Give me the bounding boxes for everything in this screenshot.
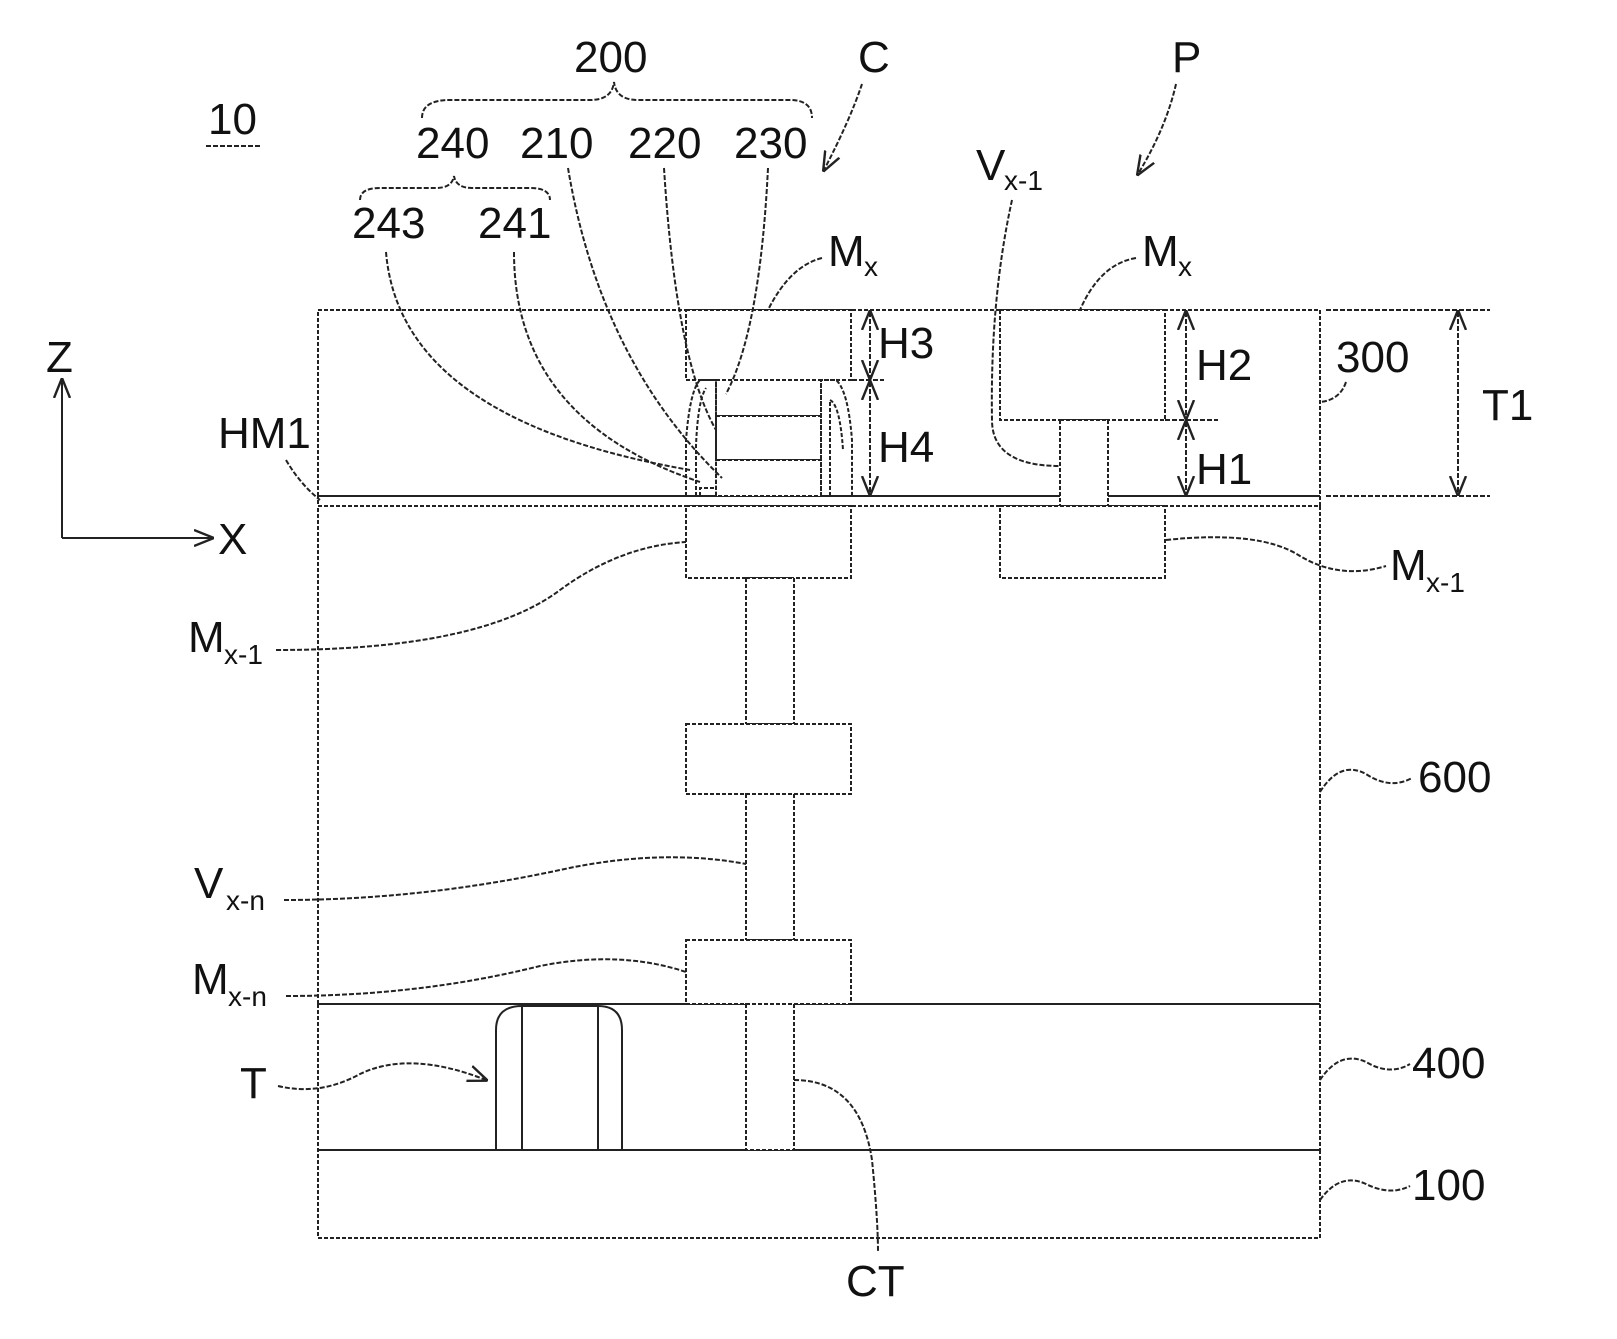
label-243: 243 [352,199,425,248]
label-210: 210 [520,119,593,168]
label-241: 241 [478,199,551,248]
capacitor-layer-230 [716,380,821,416]
label-mx-1-right-sub: x-1 [1426,567,1465,598]
leader-hm1 [286,460,320,500]
leader-t [278,1063,486,1089]
label-vx-1-sub: x-1 [1004,165,1043,196]
reference-numeral-10: 10 [208,95,257,144]
label-240: 240 [416,119,489,168]
spacer-right-inner [830,400,843,496]
leader-600 [1320,770,1412,792]
label-mx-n: M [192,955,229,1004]
metal-mx-n [686,940,851,1004]
brace-240 [360,176,550,200]
transistor-t-gate [496,1006,622,1150]
leader-400 [1320,1059,1410,1080]
x-axis-label: X [218,515,247,564]
label-400: 400 [1412,1039,1485,1088]
layer-400 [318,1004,1320,1150]
arrow-c [824,84,862,170]
label-mx-left: M [828,227,865,276]
leader-mx-right [1080,258,1136,310]
label-mx-right: M [1142,227,1179,276]
label-200: 200 [574,33,647,82]
metal-mx-left [686,310,851,380]
liner-outer-left [700,488,716,496]
label-vx-n-sub: x-n [226,885,265,916]
brace-200 [422,82,812,118]
label-mx-1-left-sub: x-1 [224,639,263,670]
via-upper [746,578,794,724]
metal-intermediate [686,724,851,794]
label-220: 220 [628,119,701,168]
z-axis-label: Z [46,333,73,382]
label-p: P [1172,33,1201,82]
arrow-p [1138,84,1176,174]
label-h3: H3 [878,319,934,368]
label-mx-right-sub: x [1178,251,1192,282]
via-vx-n [746,794,794,940]
label-vx-1: V [976,141,1006,190]
leader-mx-left [768,258,822,310]
metal-mx-1-left [686,506,851,578]
metal-mx-1-right [1000,506,1165,578]
contact-ct [746,1004,794,1150]
label-mx-1-left: M [188,613,225,662]
leader-300 [1320,382,1346,402]
label-t: T [240,1059,267,1108]
label-300: 300 [1336,333,1409,382]
label-h1: H1 [1196,445,1252,494]
label-230: 230 [734,119,807,168]
substrate-100 [318,1150,1320,1238]
label-100: 100 [1412,1161,1485,1210]
leader-ct [794,1080,878,1252]
label-c: C [858,33,890,82]
leader-220 [664,168,716,430]
label-mx-left-sub: x [864,251,878,282]
label-h2: H2 [1196,341,1252,390]
hard-mask-hm1 [318,496,1320,506]
leader-mx-1-left [276,542,686,650]
leader-241 [514,252,700,482]
leader-vx-n [284,857,746,900]
capacitor-layer-210 [716,460,821,496]
label-vx-n: V [194,859,224,908]
label-hm1: HM1 [218,409,311,458]
label-ct: CT [846,1257,905,1306]
leader-mx-n [286,959,686,996]
leader-100 [1320,1180,1410,1200]
spacer-right [821,380,852,496]
label-t1: T1 [1482,381,1533,430]
label-600: 600 [1418,753,1491,802]
metal-mx-right [1000,310,1165,420]
label-h4: H4 [878,423,934,472]
label-mx-1-right: M [1390,541,1427,590]
leader-mx-1-right [1166,537,1386,571]
via-vx-1 [1060,420,1108,506]
label-mx-n-sub: x-n [228,981,267,1012]
capacitor-layer-220 [716,416,821,460]
